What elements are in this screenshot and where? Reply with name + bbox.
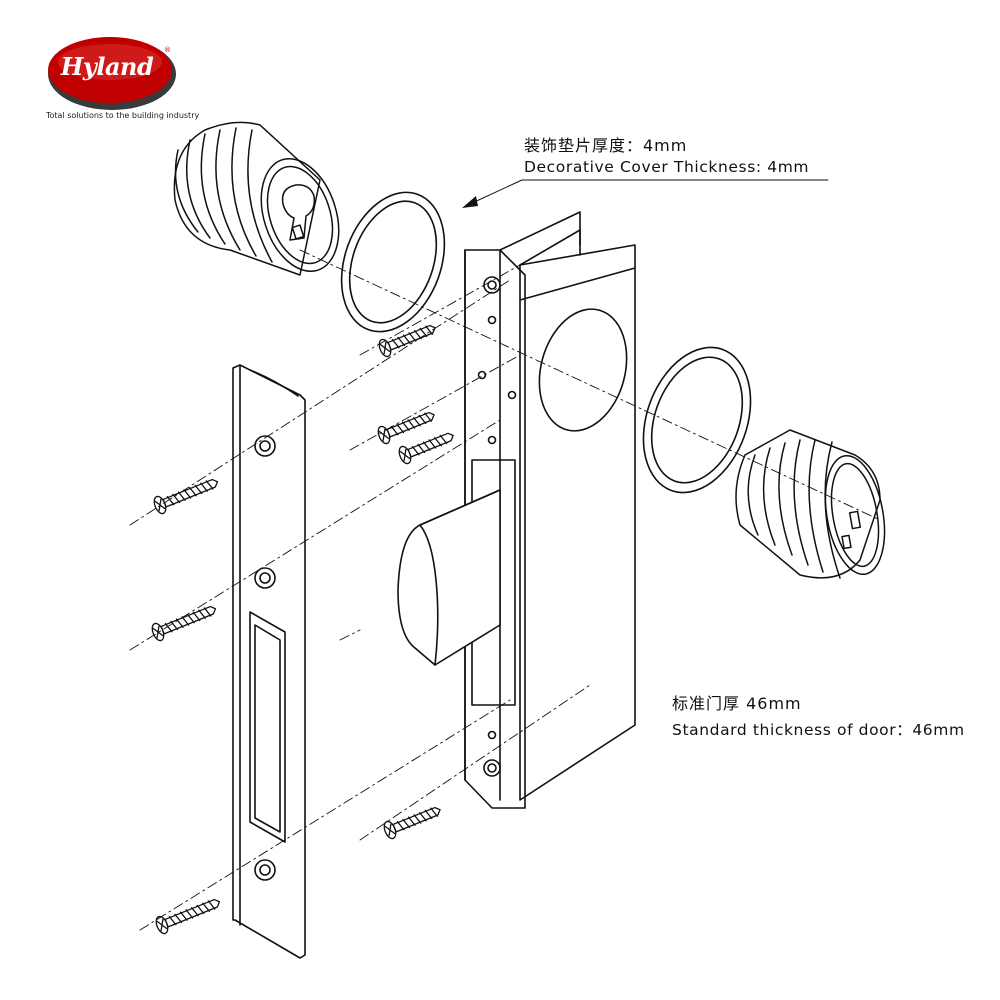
center-lines [129,249,881,931]
screw-7 [383,806,441,840]
deadbolt [397,489,501,666]
cover-thickness-cn: 装饰垫片厚度：4mm [524,136,688,155]
cylinder-right [735,429,886,579]
screw-4 [378,324,436,358]
screw-6 [398,432,454,465]
logo-wordmark: Hyland [60,52,154,81]
hyland-logo [48,37,176,110]
decorative-cover-left [340,191,446,333]
decorative-cover-right [642,346,752,494]
cover-thickness-en: Decorative Cover Thickness: 4mm [524,158,810,176]
cover-leader [462,179,829,208]
lock-body [499,211,636,801]
brand-tagline: Total solutions to the building industry [46,111,200,120]
screw-2 [151,605,217,642]
registered-mark: ® [164,46,171,54]
door-thickness-cn: 标准门厚 46mm [672,694,802,713]
screw-3 [155,898,221,935]
screw-1 [153,478,219,515]
strike-plate [232,364,306,959]
door-thickness-en: Standard thickness of door：46mm [672,721,965,739]
cylinder-left [173,121,340,276]
screws [151,324,454,935]
screw-5 [377,411,435,445]
